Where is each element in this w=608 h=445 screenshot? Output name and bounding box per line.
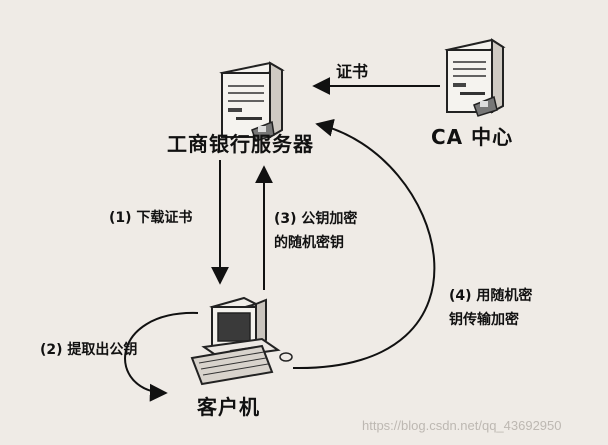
step3-label-line2: 的随机密钥 bbox=[274, 235, 344, 251]
step4-label-line2: 钥传输加密 bbox=[449, 312, 519, 328]
watermark-text: https://blog.csdn.net/qq_43692950 bbox=[362, 418, 562, 433]
step1-label: (1) 下载证书 bbox=[109, 210, 193, 226]
ca-center-label: CA 中心 bbox=[431, 125, 514, 149]
extract-public-key-arrow bbox=[124, 311, 199, 402]
client-computer-icon bbox=[190, 296, 293, 386]
step3-label-line1: (3) 公钥加密 bbox=[274, 211, 358, 227]
bank-server-icon bbox=[219, 61, 285, 142]
ca-server-icon bbox=[444, 38, 506, 117]
certificate-label: 证书 bbox=[336, 62, 369, 81]
step4-label: (4) 用随机密 钥传输加密 bbox=[449, 284, 532, 332]
encrypted-transfer-arrow bbox=[292, 118, 436, 370]
step4-label-line1: (4) 用随机密 bbox=[449, 288, 533, 304]
step2-label: (2) 提取出公钥 bbox=[40, 342, 138, 358]
client-label: 客户机 bbox=[197, 395, 260, 419]
bank-server-label: 工商银行服务器 bbox=[167, 132, 314, 156]
step3-label: (3) 公钥加密 的随机密钥 bbox=[274, 207, 357, 255]
